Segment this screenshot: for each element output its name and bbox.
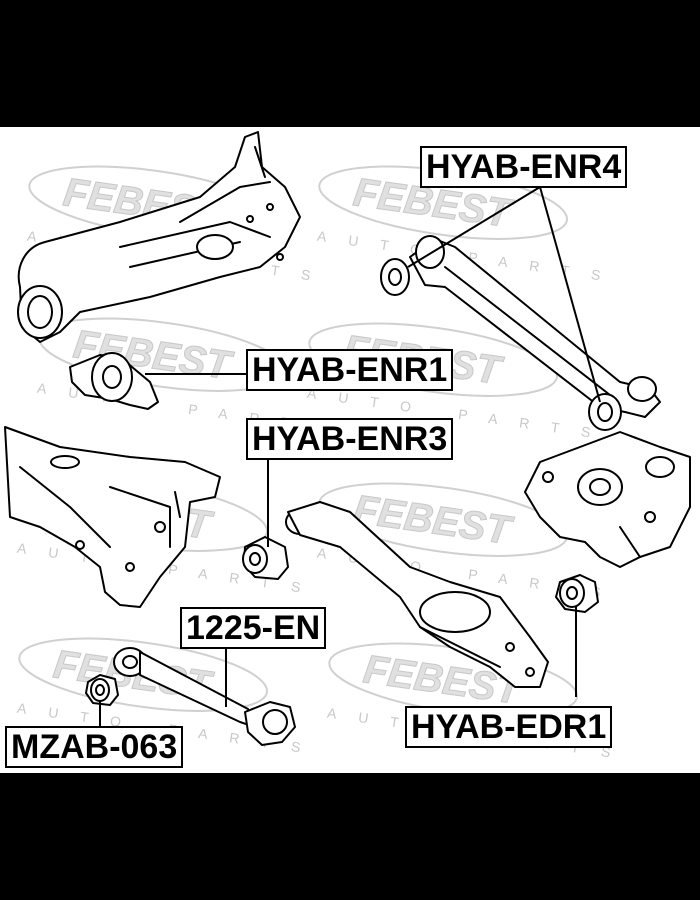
- label-mzab-063: MZAB-063: [5, 726, 184, 768]
- parts-diagram: FEBEST AUTO PARTS FEBEST AUTO PARTS FEBE…: [4, 131, 691, 763]
- leader-enr4-a: [407, 186, 541, 268]
- label-1225-en: 1225-EN: [180, 607, 327, 649]
- bushing-mzab-drawing: [85, 674, 119, 706]
- leader-lines: [99, 186, 601, 727]
- lower-control-arm-drawing: [285, 501, 549, 688]
- label-hyab-edr1: HYAB-EDR1: [405, 706, 613, 748]
- label-hyab-enr3: HYAB-ENR3: [246, 418, 454, 460]
- tie-rod-drawing: [113, 647, 296, 746]
- knuckle-drawing: [524, 431, 691, 568]
- bushing-enr3-drawing: [242, 536, 289, 580]
- subframe-bracket-drawing: [4, 426, 221, 608]
- label-hyab-enr1: HYAB-ENR1: [246, 349, 454, 391]
- leader-enr4-b: [539, 186, 601, 403]
- diagram-panel: FEBEST AUTO PARTS FEBEST AUTO PARTS FEBE…: [0, 127, 700, 773]
- parts-layer: [4, 131, 691, 746]
- trailing-arm-drawing: [17, 131, 301, 343]
- bushing-enr1-drawing: [69, 352, 159, 410]
- label-hyab-enr4: HYAB-ENR4: [420, 146, 628, 188]
- bushing-edr1-drawing: [555, 574, 599, 613]
